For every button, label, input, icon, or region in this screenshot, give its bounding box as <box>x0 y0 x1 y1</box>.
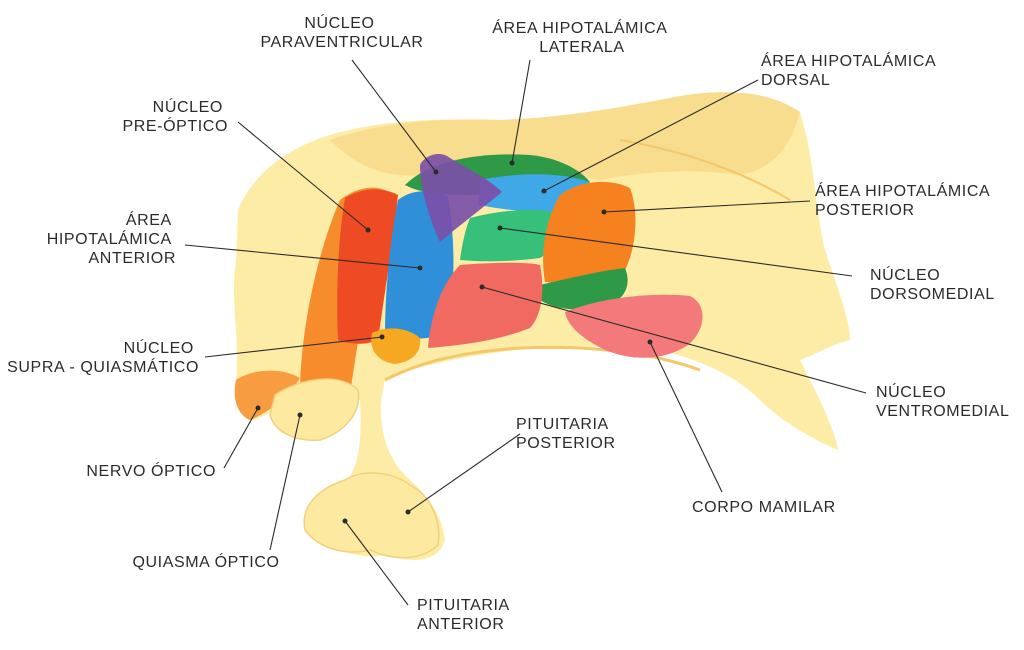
nuclei <box>234 154 703 559</box>
dot-paraventricular <box>433 169 439 175</box>
ventromedial-nucleus <box>428 262 543 348</box>
leader-anterior-area <box>184 244 421 269</box>
leader-mammillary <box>649 341 723 493</box>
labels: NÚCLEO PARAVENTRICULAR ÁREA HIPOTALÁMICA… <box>7 13 1009 633</box>
leader-dorsal-area <box>543 79 759 192</box>
preoptic-nucleus <box>337 189 398 344</box>
leader-suprachiasmatic <box>204 336 383 358</box>
dot-suprachiasmatic <box>379 334 385 340</box>
label-mammillary: CORPO MAMILAR <box>692 499 836 516</box>
posterior-hypothalamic-area <box>543 181 636 283</box>
dot-pituitary-posterior <box>405 509 411 515</box>
dorsomedial-nucleus <box>460 210 557 262</box>
dot-anterior-area <box>417 265 423 271</box>
dot-lateral <box>509 160 515 166</box>
dot-pituitary-anterior <box>342 518 348 524</box>
leader-lines <box>184 59 867 606</box>
dot-preoptic <box>365 227 371 233</box>
dot-dorsomedial <box>497 225 503 231</box>
label-dorsal-area: ÁREA HIPOTALÁMICA DORSAL <box>761 51 940 89</box>
label-dorsomedial: NÚCLEO DORSOMEDIAL <box>870 265 995 303</box>
posterior-green-region <box>540 268 628 310</box>
label-anterior-area: ÁREA HIPOTALÁMICA ANTERIOR <box>47 210 176 267</box>
leader-posterior-area <box>603 200 811 213</box>
leader-paraventricular <box>351 59 437 173</box>
label-optic-nerve: NERVO ÓPTICO <box>86 461 216 480</box>
leader-optic-nerve <box>223 407 259 469</box>
leader-dorsomedial <box>499 227 853 277</box>
dot-mammillary <box>647 339 653 345</box>
label-pituitary-anterior: PITUITARIA ANTERIOR <box>417 597 514 633</box>
leader-optic-chiasm <box>269 414 301 551</box>
tissue-fold-2 <box>619 139 791 201</box>
pituitary-gland <box>303 472 440 559</box>
mammillary-body <box>565 294 703 358</box>
leader-lateral <box>511 59 531 164</box>
optic-chiasm-shape <box>269 378 360 441</box>
label-lateral: ÁREA HIPOTALÁMICA LATERALA <box>492 18 671 56</box>
label-posterior-area: ÁREA HIPOTALÁMICA POSTERIOR <box>815 181 994 219</box>
dot-optic-chiasm <box>297 412 303 418</box>
optic-nerve-shape <box>234 370 300 420</box>
leader-preoptic <box>237 121 369 231</box>
dot-posterior-area <box>601 209 607 215</box>
label-preoptic: NÚCLEO PRE-ÓPTICO <box>122 97 228 135</box>
dot-ventromedial <box>479 284 485 290</box>
label-suprachiasmatic: NÚCLEO SUPRA - QUIASMÁTICO <box>7 338 199 376</box>
tissue-fold <box>384 345 701 382</box>
label-paraventricular: NÚCLEO PARAVENTRICULAR <box>260 13 423 51</box>
label-optic-chiasm: QUIASMA ÓPTICO <box>132 552 279 571</box>
label-ventromedial: NÚCLEO VENTROMEDIAL <box>876 382 1009 420</box>
paraventricular-nucleus <box>420 154 502 242</box>
leader-pituitary-posterior <box>407 433 521 513</box>
leader-pituitary-anterior <box>344 520 409 606</box>
dot-optic-nerve <box>255 405 261 411</box>
leader-ventromedial <box>481 286 867 394</box>
dot-dorsal-area <box>541 188 547 194</box>
label-pituitary-posterior: PITUITARIA POSTERIOR <box>516 416 616 452</box>
